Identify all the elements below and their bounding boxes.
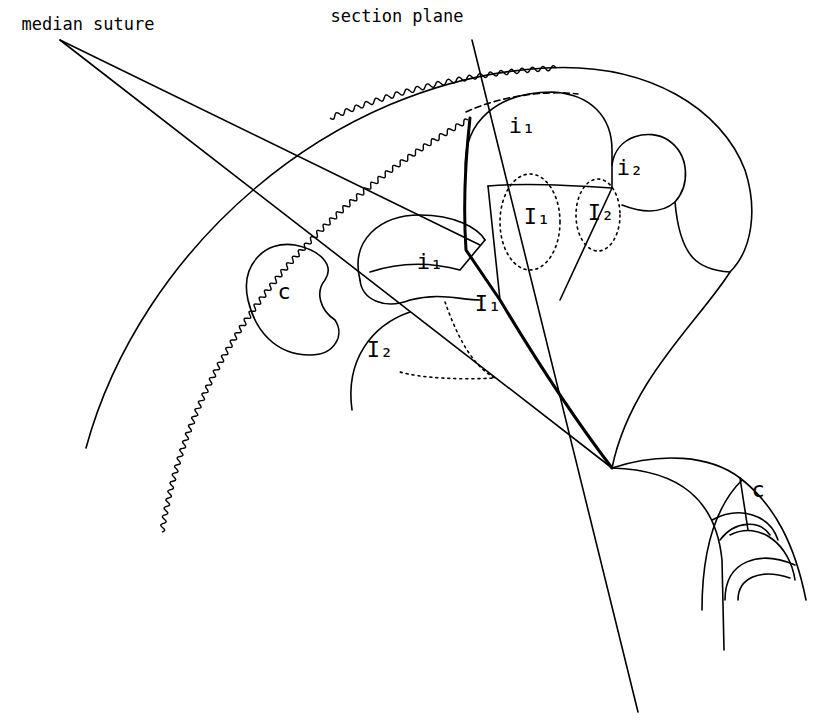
plate-label: i₁ [417,250,444,274]
plate-outline [360,280,480,304]
suture-label: median suture [21,15,154,34]
plate-label: I₁ [524,205,551,229]
plane-label: section plane [330,7,463,26]
plate-outline [612,134,685,211]
outline-arc [86,67,752,448]
plate-label: I₂ [588,201,615,225]
plate-edge [740,478,748,530]
hidden-edge [466,93,578,112]
dotted-outline [500,174,560,270]
median-suture [465,118,612,468]
suture-wavy-line [330,66,556,119]
plate-edge [612,458,806,600]
plate-edge [720,524,770,540]
suture-wavy-line [161,119,468,532]
plate-label: i₁ [509,114,536,138]
plate-edge [351,312,410,410]
plate-edge [488,186,500,300]
plate-edge [612,202,730,468]
plate-label: c [751,478,764,502]
section-plane-line [472,40,638,712]
dotted-outline [576,179,620,251]
plate-label: c [277,280,290,304]
plate-edge [612,468,724,650]
plate-outline [725,558,795,600]
plate-label: i₂ [617,156,644,180]
leader-line [60,40,612,468]
plate-edge [702,480,742,610]
plate-edge [730,531,795,580]
plate-outline [358,215,485,280]
plate-label: I₂ [367,338,394,362]
plate-outline [465,92,612,188]
plate-label: I₁ [475,292,502,316]
plate-outline [738,574,790,600]
plate-outline [712,513,778,540]
